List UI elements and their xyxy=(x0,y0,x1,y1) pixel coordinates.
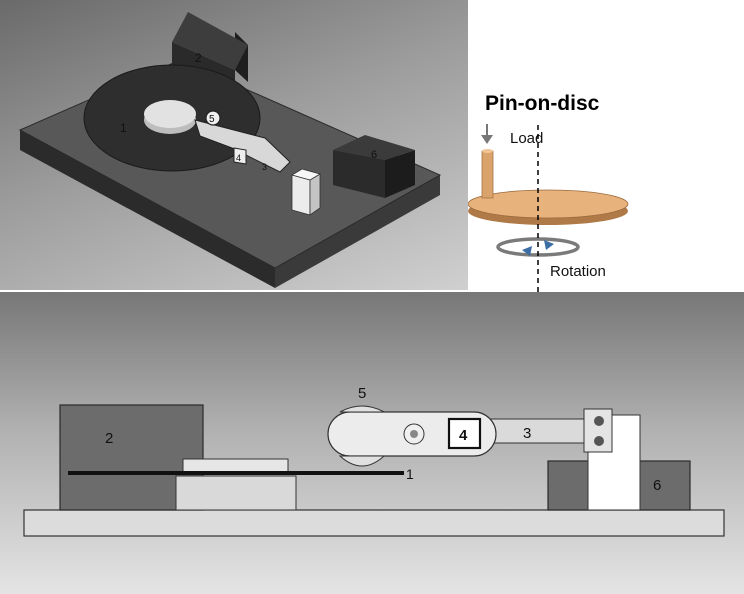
support-post-top xyxy=(290,168,322,181)
load-label: Load xyxy=(510,130,543,147)
side-hub-upper xyxy=(182,458,289,473)
side-box-2 xyxy=(59,404,204,511)
side-pin-5-bottom xyxy=(338,455,386,467)
schematic-pin-top xyxy=(482,149,493,153)
side-view-drawing: 2 1 6 3 4 5 xyxy=(23,385,725,537)
side-pin-5-top xyxy=(339,405,385,413)
schematic-disc-top xyxy=(468,189,629,219)
support-post-front xyxy=(291,174,311,216)
side-pivot-inner xyxy=(410,430,418,438)
base-plate-front xyxy=(275,175,440,288)
schematic-title: Pin-on-disc xyxy=(485,92,600,115)
iso-label-1: 1 xyxy=(120,121,127,135)
load-arrow-head xyxy=(481,135,493,144)
side-bolt-top xyxy=(594,416,604,426)
iso-label-6: 6 xyxy=(371,149,377,161)
side-label-4: 4 xyxy=(459,427,468,444)
rotation-arrow-head-left xyxy=(522,246,532,256)
iso-label-5: 5 xyxy=(209,114,215,125)
base-plate-side xyxy=(20,130,275,288)
side-label-1: 1 xyxy=(406,466,414,482)
isometric-view-panel: 2 1 4 5 3 6 xyxy=(0,0,470,290)
box-2-top xyxy=(172,12,248,70)
support-post-side xyxy=(309,173,321,216)
side-label-2: 2 xyxy=(105,430,113,447)
disc-hub-top xyxy=(144,100,196,128)
box-6-face xyxy=(333,150,385,198)
rotation-label: Rotation xyxy=(550,263,606,280)
iso-label-4: 4 xyxy=(236,153,241,163)
rotation-arrow-head-right xyxy=(544,240,554,250)
arm-3 xyxy=(194,119,291,173)
side-label-6: 6 xyxy=(653,477,661,494)
schematic-pin xyxy=(481,150,494,199)
iso-label-2: 2 xyxy=(195,51,202,65)
pin-on-disc-schematic: Pin-on-disc Load Rotation xyxy=(468,0,744,295)
side-sensor-4 xyxy=(447,417,482,450)
side-base-plate xyxy=(23,509,725,537)
side-view-panel: 2 1 6 3 4 5 xyxy=(0,292,744,594)
box-6-side xyxy=(385,150,415,198)
iso-label-3: 3 xyxy=(262,162,267,172)
pin-5-iso xyxy=(205,110,221,126)
isometric-view-drawing: 2 1 4 5 3 6 xyxy=(18,12,442,288)
side-disc-1 xyxy=(68,471,404,475)
box-6-top xyxy=(333,135,415,160)
side-label-3: 3 xyxy=(523,425,531,442)
side-hub-lower xyxy=(175,475,297,511)
sensor-4-iso xyxy=(233,147,247,165)
side-bolt-bottom xyxy=(594,436,604,446)
side-label-5: 5 xyxy=(358,385,366,402)
schematic-drawing: Pin-on-disc Load Rotation xyxy=(468,92,629,295)
